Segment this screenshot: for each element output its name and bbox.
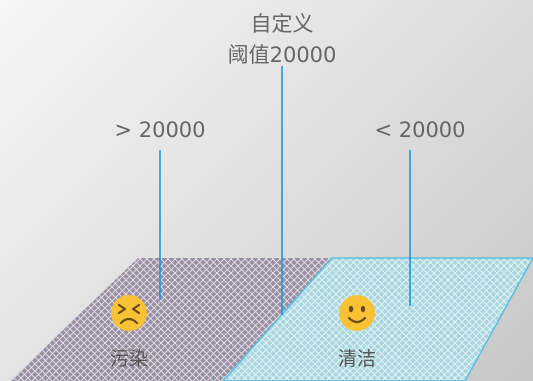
clean-label: 清洁 — [337, 348, 376, 370]
threshold-title: 自定义 — [250, 12, 314, 36]
smiling-face-icon — [339, 295, 375, 331]
clean-zone-pattern — [223, 258, 533, 381]
polluted-zone-pattern — [10, 258, 332, 381]
threshold-value: 阈值20000 — [227, 43, 337, 67]
clean-zone-border — [221, 257, 533, 381]
left-range-label: > 20000 — [114, 118, 206, 142]
grimacing-face-icon — [111, 295, 147, 331]
polluted-label: 污染 — [109, 348, 148, 370]
right-range-label: < 20000 — [374, 118, 466, 142]
